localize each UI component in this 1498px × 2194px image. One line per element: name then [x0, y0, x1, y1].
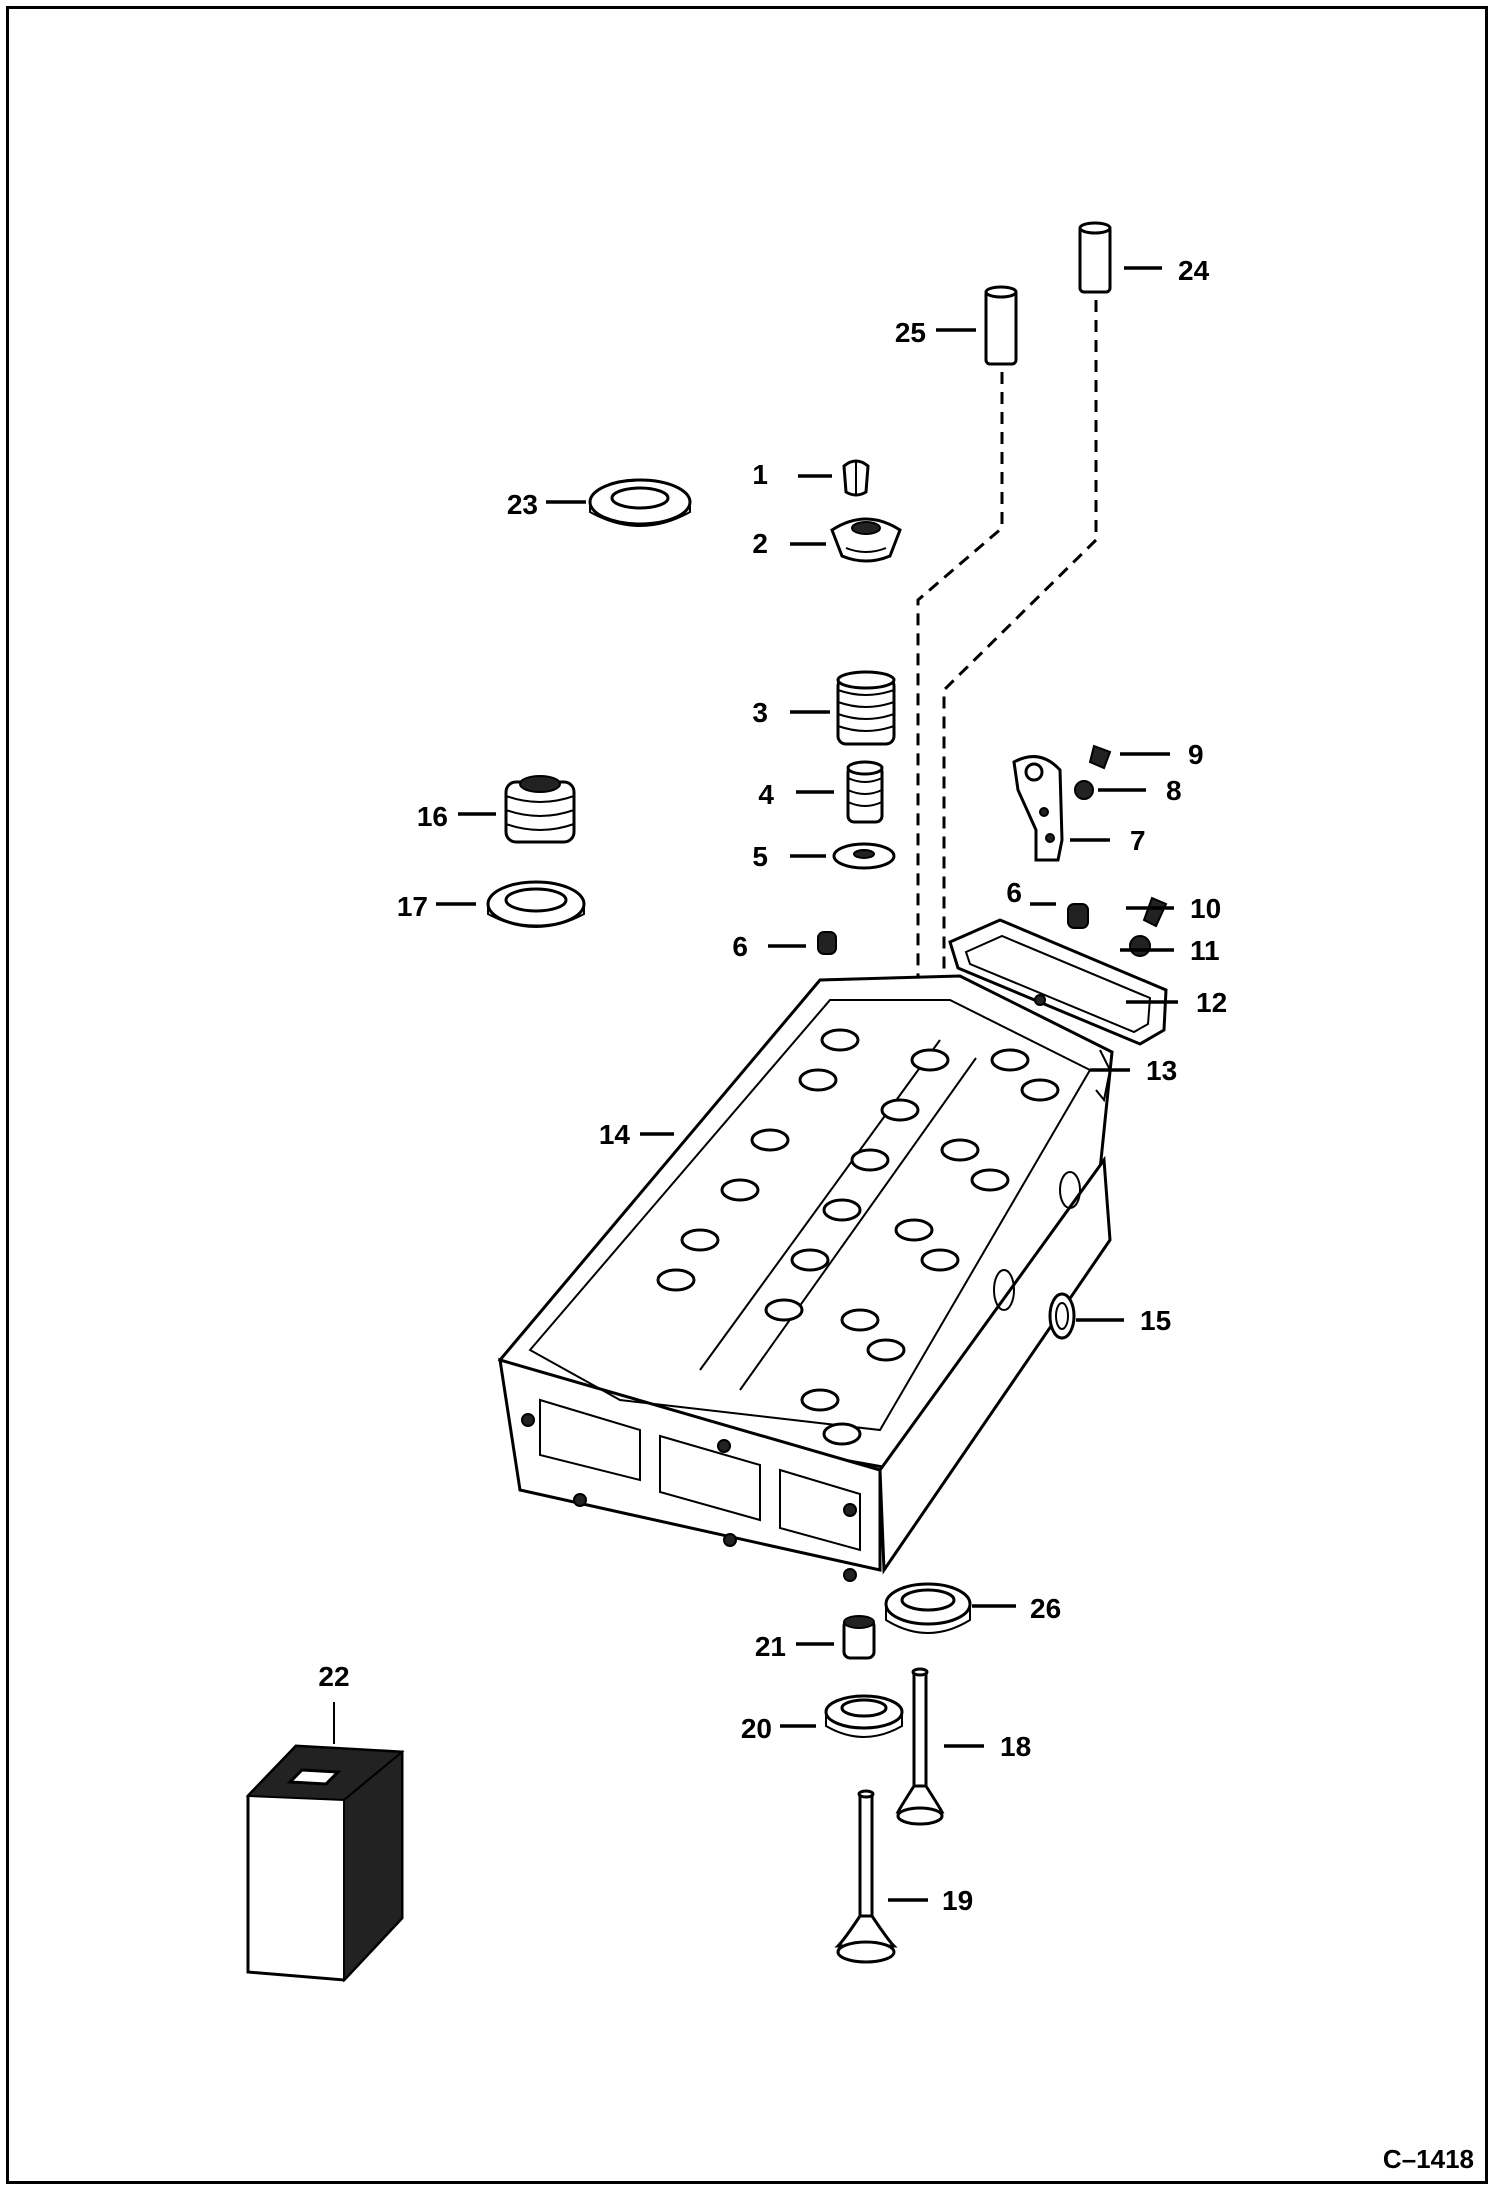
callout-c5: 5 — [752, 841, 768, 872]
callout-c4: 4 — [758, 779, 774, 810]
callout-c6a: 6 — [732, 931, 748, 962]
callout-labels: 1234566789101112131415161718192021222324… — [318, 255, 1227, 1916]
part-4-inner-spring — [846, 760, 884, 824]
part-16-seal-stack — [504, 775, 576, 844]
part-6-valve-seal — [817, 931, 837, 955]
callout-c1: 1 — [752, 459, 768, 490]
part-13-edge — [1095, 1049, 1112, 1103]
callout-leaders — [436, 266, 1178, 1902]
part-19-valve — [834, 1789, 898, 1964]
head-valve-bosses — [656, 1028, 1060, 1446]
part-21-guide — [842, 1615, 876, 1660]
callout-c2: 2 — [752, 528, 768, 559]
part-15-o-ring — [1048, 1292, 1076, 1340]
part-23-ring — [588, 478, 692, 527]
part-7-bracket — [1012, 755, 1064, 862]
part-10-screw — [1142, 896, 1168, 928]
part-25-tube — [984, 285, 1018, 366]
part-1-collet — [842, 459, 870, 497]
callout-c6b: 6 — [1006, 877, 1022, 908]
part-3-outer-spring — [836, 670, 896, 746]
callout-c9: 9 — [1188, 739, 1204, 770]
callout-c22: 22 — [318, 1661, 349, 1692]
part-17-ring — [486, 880, 586, 928]
guide-line-24 — [942, 300, 1098, 1040]
callout-c19: 19 — [942, 1885, 973, 1916]
part-22-gasket-kit — [245, 1702, 405, 1983]
callout-c24: 24 — [1178, 255, 1210, 286]
callout-c7: 7 — [1130, 825, 1146, 856]
callout-c20: 20 — [741, 1713, 772, 1744]
part-18-valve — [895, 1667, 945, 1826]
callout-c17: 17 — [397, 891, 428, 922]
part-11-washer — [1129, 935, 1151, 957]
part-9-screw — [1088, 744, 1112, 770]
callout-c23: 23 — [507, 489, 538, 520]
callout-c10: 10 — [1190, 893, 1221, 924]
callout-c13: 13 — [1146, 1055, 1177, 1086]
part-12-gasket-plate — [948, 918, 1168, 1046]
part-8-washer — [1074, 780, 1094, 800]
figure-code: C–1418 — [1383, 2144, 1474, 2174]
part-2-spring-cap — [830, 517, 902, 563]
callout-c3: 3 — [752, 697, 768, 728]
callout-c25: 25 — [895, 317, 926, 348]
callout-c8: 8 — [1166, 775, 1182, 806]
part-24-tube — [1078, 221, 1112, 294]
callout-c15: 15 — [1140, 1305, 1171, 1336]
callout-c26: 26 — [1030, 1593, 1061, 1624]
part-14-cylinder-head — [497, 974, 1114, 1582]
callout-c14: 14 — [599, 1119, 631, 1150]
part-20-ring — [824, 1694, 904, 1738]
part-6-valve-seal-b — [1067, 903, 1089, 929]
callout-c11: 11 — [1190, 935, 1220, 966]
callout-c18: 18 — [1000, 1731, 1031, 1762]
part-5-spring-seat — [832, 842, 896, 870]
callout-c12: 12 — [1196, 987, 1227, 1018]
callout-c21: 21 — [755, 1631, 786, 1662]
guide-line-25 — [916, 372, 1004, 1000]
callout-c16: 16 — [417, 801, 448, 832]
part-26-ring — [884, 1582, 972, 1634]
